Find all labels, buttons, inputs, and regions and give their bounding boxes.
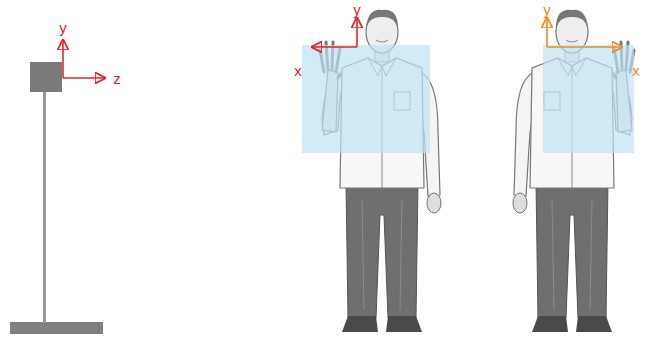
- axis-label: z: [113, 71, 121, 86]
- axis-label: x: [632, 63, 640, 78]
- axis-label: x: [294, 63, 302, 78]
- axis-label: y: [59, 20, 67, 35]
- axis-label: y: [543, 2, 551, 17]
- axis-label: y: [353, 2, 361, 17]
